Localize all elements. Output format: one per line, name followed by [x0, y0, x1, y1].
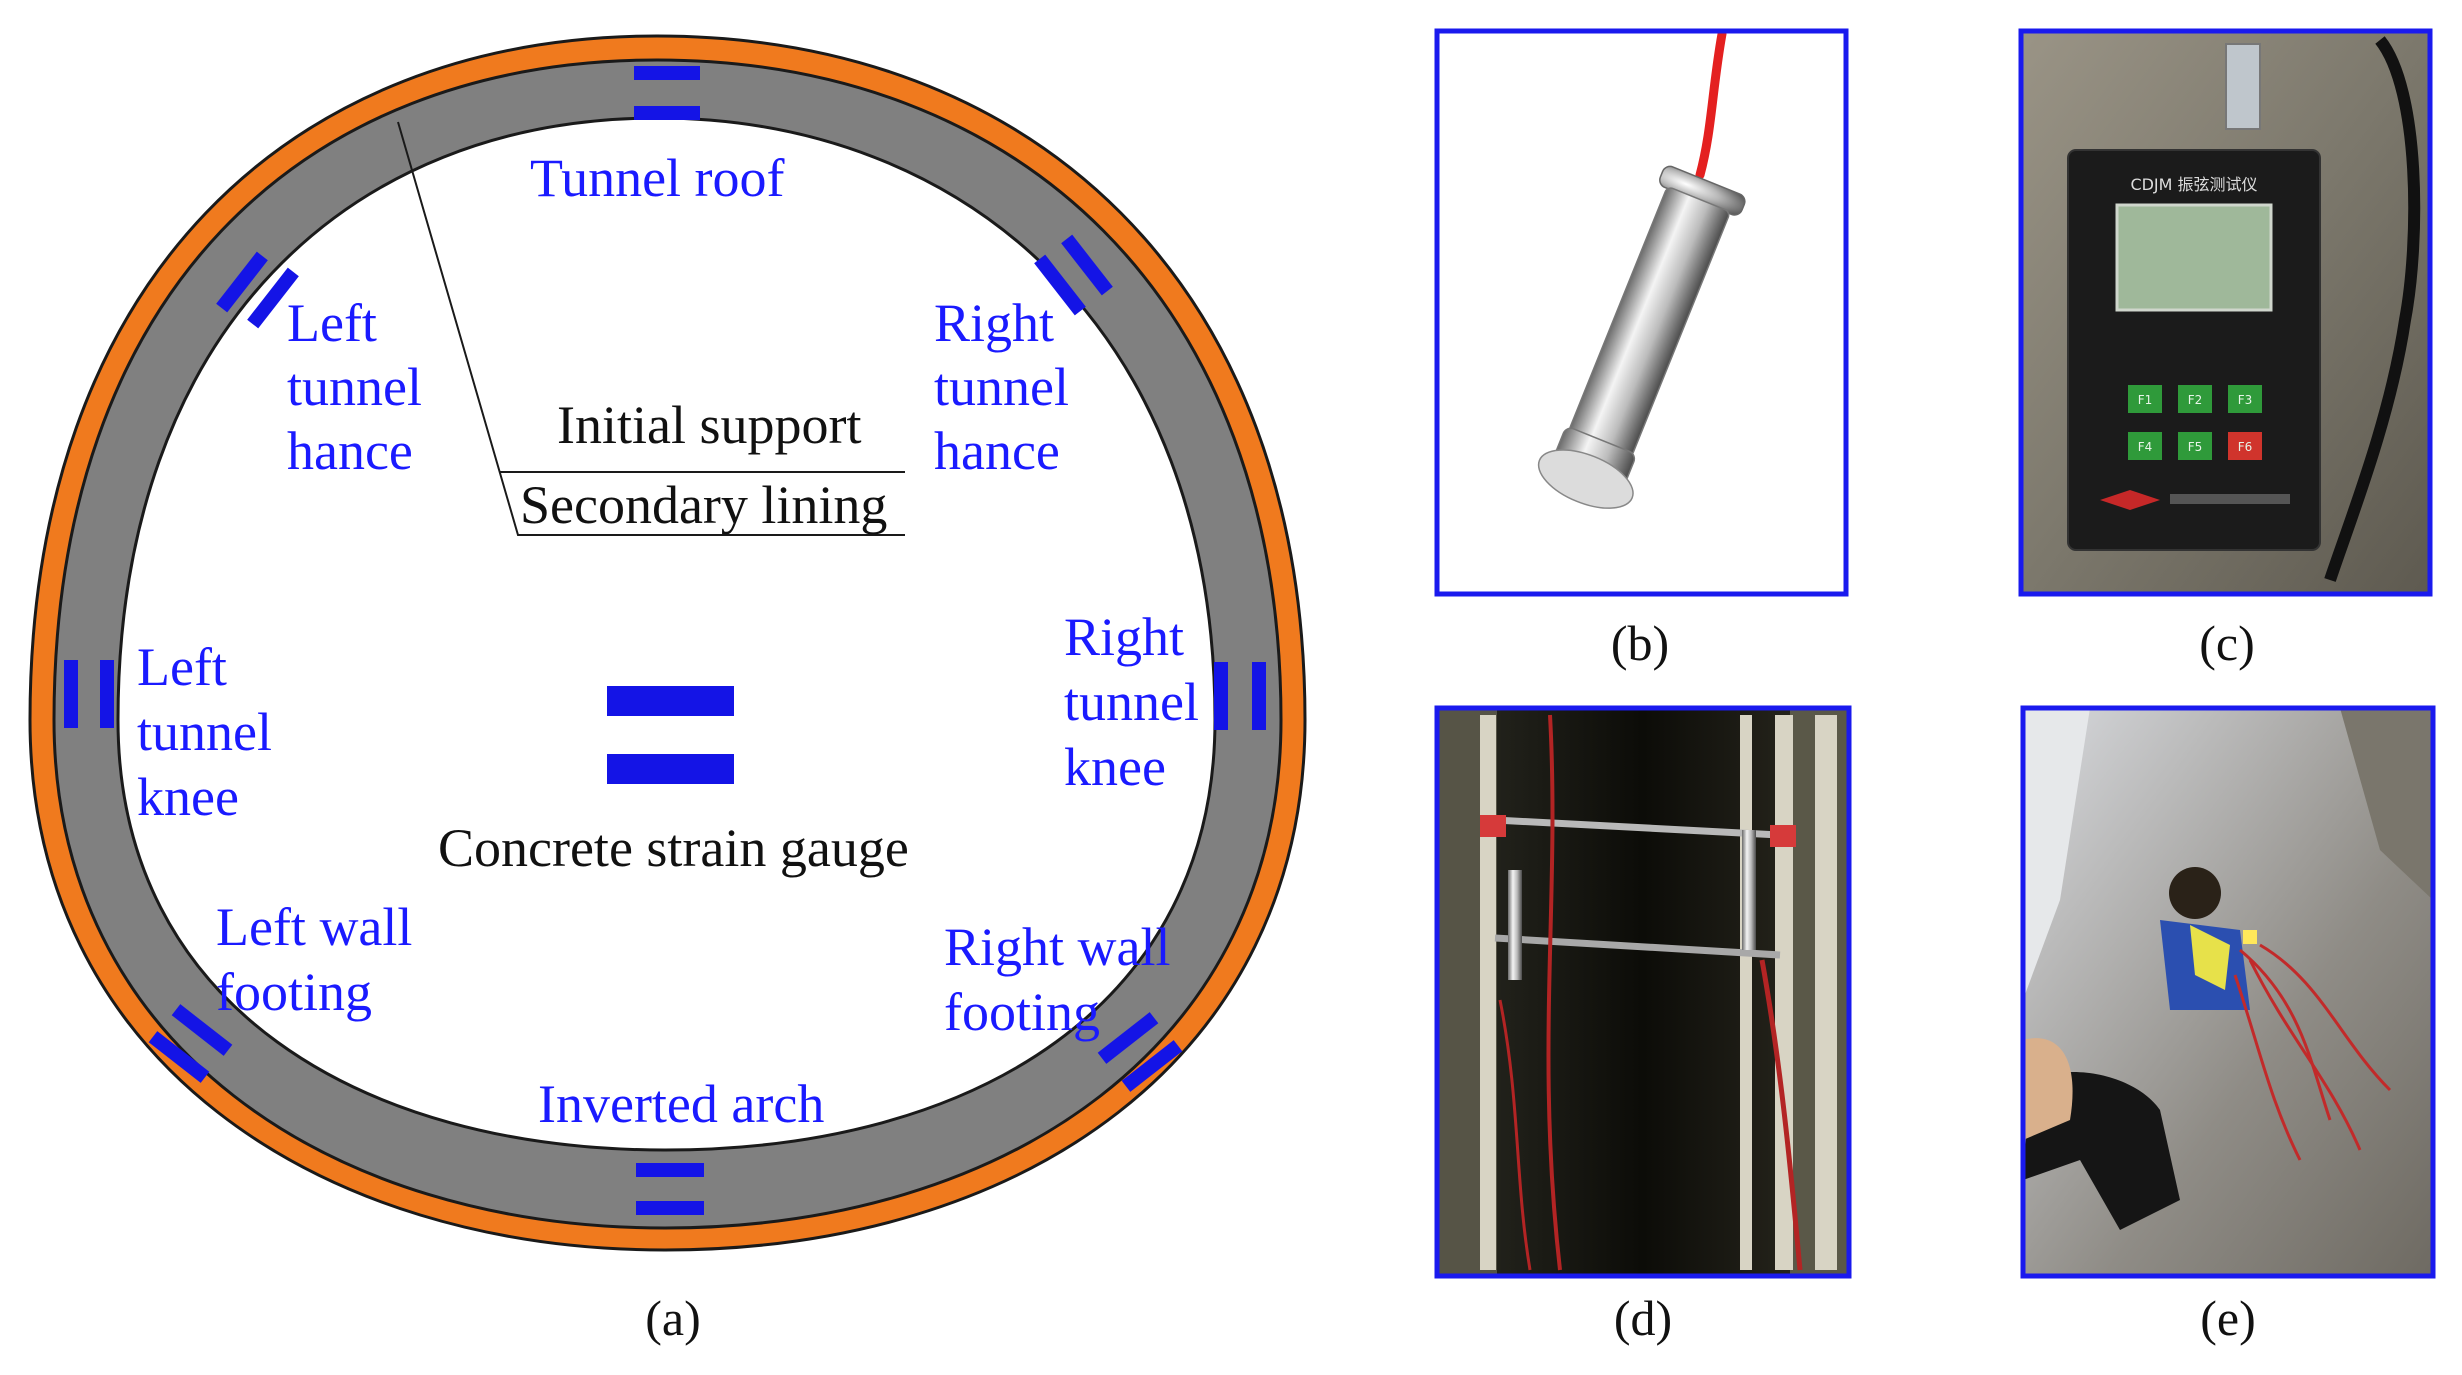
label-right-tunnel-hance: Right tunnel hance: [934, 293, 1082, 481]
gauge-left-hance: [216, 251, 299, 329]
gauge-right-footing: [1097, 1012, 1183, 1092]
tunnel-interior: [116, 116, 1217, 1152]
label-concrete-strain-gauge: Concrete strain gauge: [438, 818, 909, 878]
label-tunnel-roof: Tunnel roof: [530, 148, 785, 208]
layer-callout-leader: [397, 121, 905, 536]
label-initial-support: Initial support: [557, 395, 861, 455]
cables: [2233, 943, 2392, 1161]
device-keypad: F1 F2 F3 F4 F5 F6: [2128, 385, 2262, 460]
caption-b: (b): [1611, 615, 1669, 671]
key-label: F6: [2238, 440, 2253, 454]
gauge-right-knee: [1214, 662, 1266, 730]
label-left-tunnel-hance: Left tunnel hance: [287, 293, 435, 481]
panel-c-readout-device: CDJM 振弦测试仪 F1 F2 F3 F4 F5 F6: [2018, 28, 2433, 597]
panel-e-field-installation: [2020, 705, 2436, 1279]
panel-d-rebar-installation: [1434, 705, 1852, 1279]
device-logo: [2100, 490, 2160, 510]
key-label: F4: [2138, 440, 2153, 454]
gauge-left-footing: [148, 1004, 233, 1083]
device-lcd: [2115, 203, 2273, 312]
label-left-tunnel-knee: Left tunnel knee: [137, 637, 285, 827]
panel-b-sensor-photo: [1434, 28, 1849, 597]
gauge-left-knee: [64, 660, 114, 728]
tunnel-cross-section: Tunnel roof Left tunnel hance Right tunn…: [28, 34, 1307, 1252]
device-title: CDJM 振弦测试仪: [2130, 175, 2257, 194]
label-secondary-lining: Secondary lining: [520, 475, 887, 535]
gauge-inverted-arch: [636, 1163, 704, 1215]
gauge-right-hance: [1034, 234, 1113, 316]
label-right-tunnel-knee: Right tunnel knee: [1064, 607, 1212, 797]
caption-d: (d): [1614, 1290, 1672, 1346]
caption-c: (c): [2199, 615, 2255, 671]
key-label: F5: [2188, 440, 2203, 454]
key-label: F2: [2188, 393, 2203, 407]
sensor-cable: [1695, 29, 1727, 180]
label-inverted-arch: Inverted arch: [538, 1074, 824, 1134]
sensor-body: [1537, 165, 1746, 509]
legend-gauge-icon: [607, 686, 734, 784]
caption-e: (e): [2200, 1290, 2256, 1346]
gauge-tunnel-roof: [634, 66, 700, 120]
worker-head: [2169, 867, 2221, 919]
label-left-wall-footing: Left wall footing: [216, 897, 426, 1022]
key-label: F1: [2138, 393, 2153, 407]
label-right-wall-footing: Right wall footing: [944, 917, 1184, 1042]
key-label: F3: [2238, 393, 2253, 407]
caption-a: (a): [645, 1290, 701, 1346]
